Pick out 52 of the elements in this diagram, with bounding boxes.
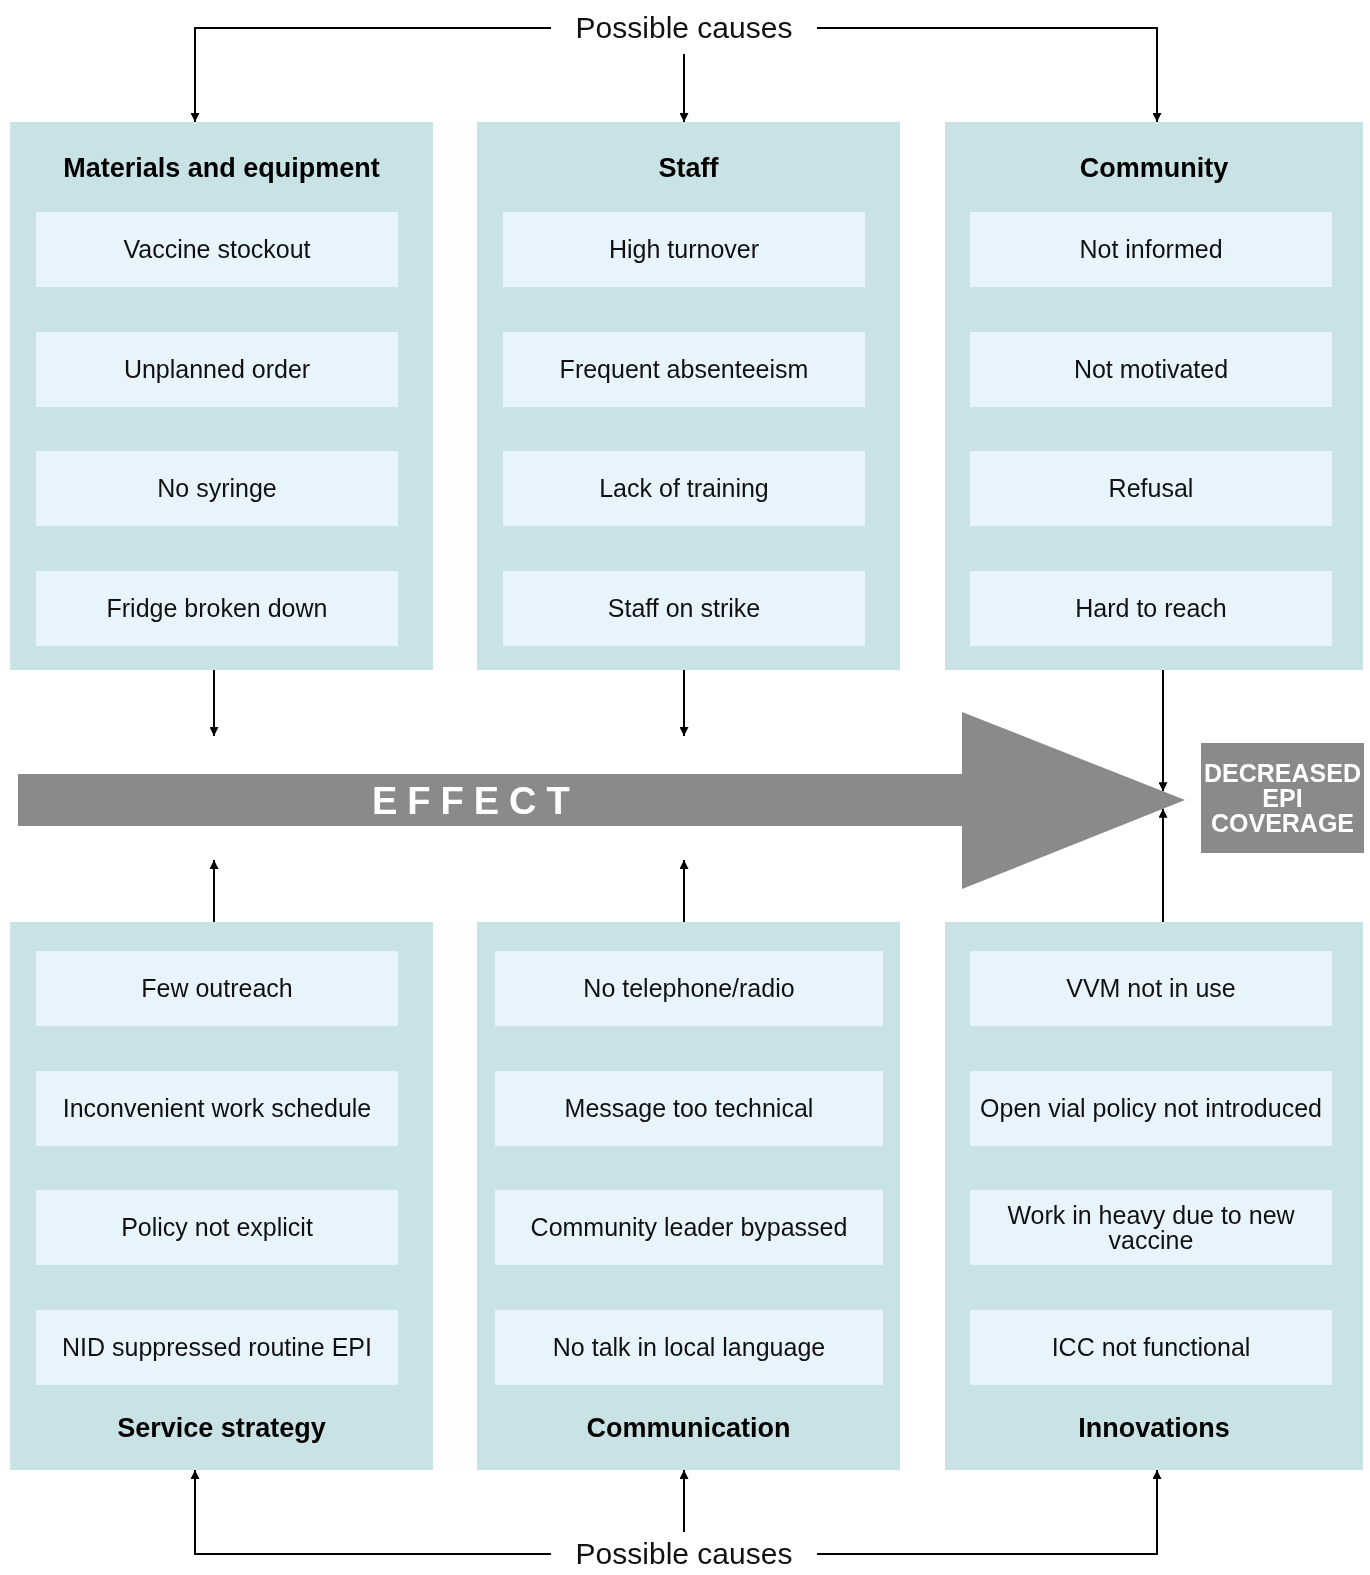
arrow: [1158, 669, 1168, 793]
cause-box: Unplanned order: [36, 332, 398, 407]
category-panel: [477, 122, 900, 670]
cause-box: Policy not explicit: [36, 1190, 398, 1265]
cause-box: VVM not in use: [970, 951, 1332, 1026]
category-heading: Service strategy: [116, 1413, 327, 1444]
arrow: [679, 53, 689, 123]
cause-box: Work in heavy due to new vaccine: [970, 1190, 1332, 1265]
causes-label: Possible causes: [551, 1534, 817, 1574]
arrow: [679, 859, 689, 923]
arrow: [816, 1469, 1162, 1555]
category-panel: [10, 122, 433, 670]
cause-box: No syringe: [36, 451, 398, 526]
cause-box: High turnover: [503, 212, 865, 287]
cause-box: Hard to reach: [970, 571, 1332, 646]
category-panel: [477, 922, 900, 1470]
category-panel: [945, 922, 1363, 1470]
cause-box: Fridge broken down: [36, 571, 398, 646]
arrow: [679, 669, 689, 737]
cause-box: Refusal: [970, 451, 1332, 526]
outcome-box: DECREASED EPI COVERAGE: [1201, 743, 1364, 853]
category-heading: Staff: [657, 153, 720, 184]
effect-label: EFFECT: [372, 782, 580, 820]
category-panel: [945, 122, 1363, 670]
cause-box: Frequent absenteeism: [503, 332, 865, 407]
category-heading: Innovations: [1077, 1413, 1231, 1444]
cause-box: Not informed: [970, 212, 1332, 287]
cause-box: No talk in local language: [495, 1310, 883, 1385]
arrow: [190, 1469, 552, 1555]
category-heading: Community: [1078, 153, 1230, 184]
cause-box: Vaccine stockout: [36, 212, 398, 287]
cause-box: Lack of training: [503, 451, 865, 526]
cause-box: Community leader bypassed: [495, 1190, 883, 1265]
arrow: [209, 859, 219, 923]
cause-box: Few outreach: [36, 951, 398, 1026]
cause-box: ICC not functional: [970, 1310, 1332, 1385]
arrow: [1158, 807, 1168, 923]
cause-box: Not motivated: [970, 332, 1332, 407]
cause-box: Inconvenient work schedule: [36, 1071, 398, 1146]
arrow: [679, 1469, 689, 1533]
cause-box: No telephone/radio: [495, 951, 883, 1026]
arrow: [190, 27, 552, 123]
causes-label: Possible causes: [551, 8, 817, 48]
cause-box: Open vial policy not introduced: [970, 1071, 1332, 1146]
cause-box: Message too technical: [495, 1071, 883, 1146]
cause-box: NID suppressed routine EPI: [36, 1310, 398, 1385]
category-heading: Materials and equipment: [62, 153, 381, 184]
arrow: [816, 27, 1162, 123]
cause-box: Staff on strike: [503, 571, 865, 646]
category-panel: [10, 922, 433, 1470]
arrow: [209, 669, 219, 737]
category-heading: Communication: [585, 1413, 792, 1444]
